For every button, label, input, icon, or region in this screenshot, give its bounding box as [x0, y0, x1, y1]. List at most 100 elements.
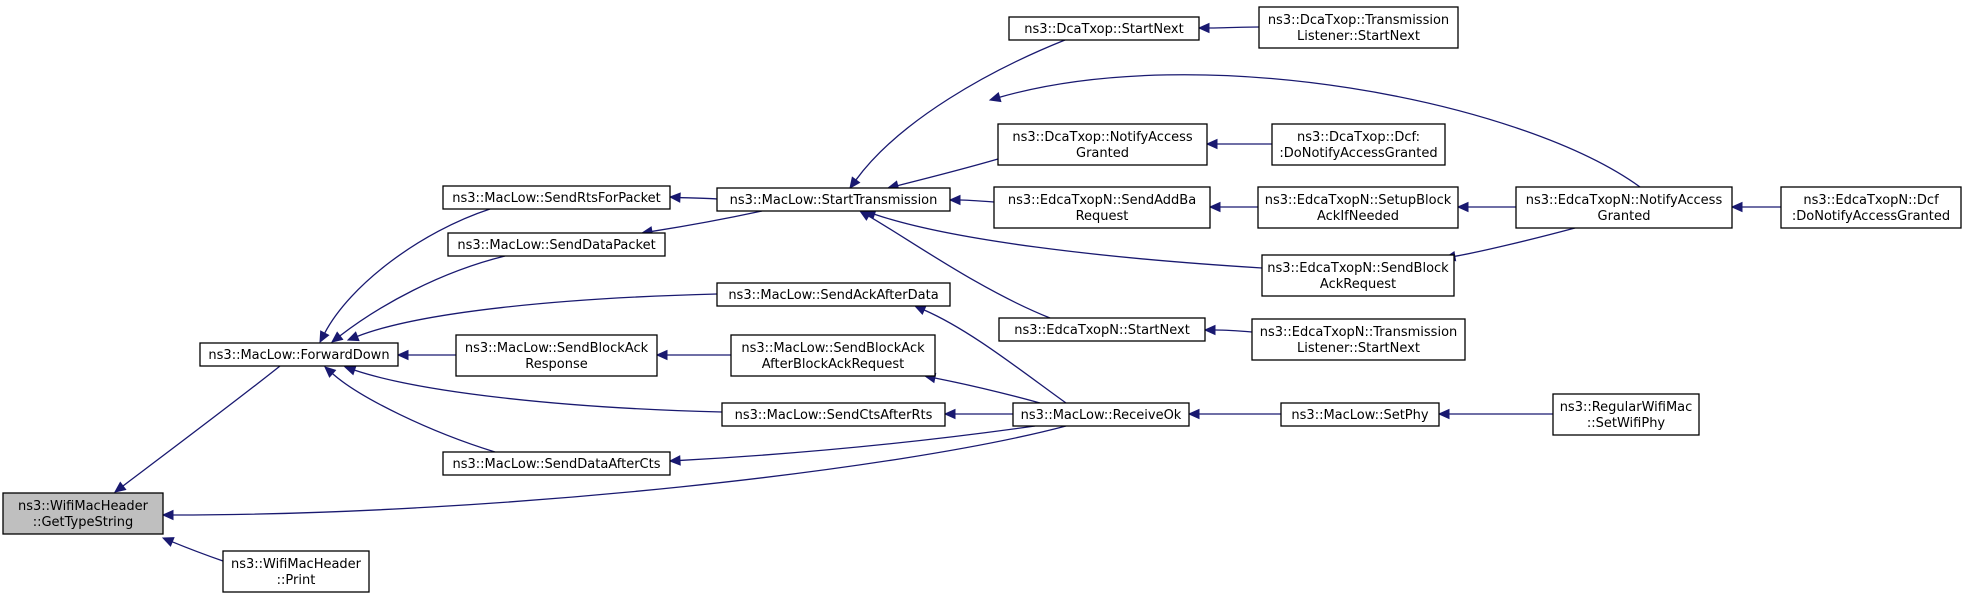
- node-label: ns3::EdcaTxopN::NotifyAccess: [1526, 193, 1723, 208]
- edge-line: [324, 208, 491, 334]
- node-label: Listener::StartNext: [1297, 29, 1420, 44]
- arrowhead: [1437, 408, 1450, 420]
- node-starttransmission[interactable]: ns3::MacLow::StartTransmission: [716, 187, 951, 212]
- edge-senddataaftercts-to-forwarddown: [324, 366, 496, 453]
- arrowhead: [1208, 201, 1221, 213]
- node-receiveok[interactable]: ns3::MacLow::ReceiveOk: [1012, 402, 1190, 427]
- node-label: Request: [1076, 209, 1129, 224]
- edge-starttransmission-to-senddatapacket: [640, 210, 763, 237]
- node-box: [1258, 6, 1459, 49]
- edge-dcatlstartnext-to-dcastartnext: [1197, 22, 1260, 34]
- edge-line: [923, 309, 1067, 404]
- edge-dcanotify-to-starttransmission: [886, 158, 999, 191]
- node-box: [998, 317, 1206, 342]
- node-box: [1515, 186, 1733, 229]
- node-label: Listener::StartNext: [1297, 341, 1420, 356]
- edge-line: [357, 293, 718, 337]
- node-label: ns3::DcaTxop::StartNext: [1024, 22, 1183, 37]
- edge-setwifiphy-to-setphy: [1437, 408, 1554, 420]
- node-setphy[interactable]: ns3::MacLow::SetPhy: [1280, 402, 1440, 427]
- edge-receiveok-to-sendctsafterrts: [943, 408, 1014, 420]
- arrowhead: [331, 331, 344, 343]
- node-sendblockackafterbar[interactable]: ns3::MacLow::SendBlockAckAfterBlockAckRe…: [730, 334, 936, 377]
- arrowhead: [1730, 201, 1743, 213]
- node-senddatapacket[interactable]: ns3::MacLow::SendDataPacket: [447, 232, 666, 257]
- edge-line: [332, 373, 496, 453]
- arrowhead: [1456, 201, 1469, 213]
- node-setwifiphy[interactable]: ns3::RegularWifiMac::SetWifiPhy: [1552, 393, 1700, 436]
- edge-edcadcfdonotify-to-edcanotify: [1730, 201, 1782, 213]
- edge-receiveok-to-sendblockackafterbar: [923, 372, 1041, 404]
- edge-edcanotify-to-edcasendblockackreq: [1443, 227, 1576, 262]
- node-sendackafterdata[interactable]: ns3::MacLow::SendAckAfterData: [716, 282, 951, 307]
- node-box: [1012, 402, 1190, 427]
- node-label: ns3::EdcaTxopN::SendBlock: [1267, 261, 1449, 276]
- node-box: [2, 492, 164, 535]
- edge-line: [651, 210, 763, 233]
- node-label: ns3::MacLow::SendDataPacket: [457, 238, 655, 253]
- arrowhead: [1187, 408, 1200, 420]
- node-label: ns3::RegularWifiMac: [1560, 400, 1693, 415]
- node-label: AckIfNeeded: [1317, 209, 1399, 224]
- edge-edcasendaddba-to-starttransmission: [948, 194, 995, 206]
- arrowhead: [396, 349, 409, 361]
- edge-line: [354, 369, 723, 413]
- arrowhead: [161, 509, 174, 521]
- node-box: [997, 123, 1208, 166]
- arrowhead: [114, 481, 127, 493]
- edge-edcanotify-to-edcasetupblockack: [1456, 201, 1517, 213]
- node-sendctsafterrts[interactable]: ns3::MacLow::SendCtsAfterRts: [721, 402, 946, 427]
- node-box: [993, 186, 1211, 229]
- node-edcadcfdonotify[interactable]: ns3::EdcaTxopN::Dcf:DoNotifyAccessGrante…: [1780, 186, 1962, 229]
- node-label: ns3::EdcaTxopN::StartNext: [1014, 323, 1190, 338]
- arrowhead: [1203, 324, 1216, 336]
- node-edcanotify[interactable]: ns3::EdcaTxopN::NotifyAccessGranted: [1515, 186, 1733, 229]
- node-label: Response: [525, 357, 587, 372]
- node-label: ns3::MacLow::ForwardDown: [208, 348, 389, 363]
- node-box: [1552, 393, 1700, 436]
- node-label: ns3::MacLow::SendAckAfterData: [728, 288, 938, 303]
- node-dcatlstartnext[interactable]: ns3::DcaTxop::TransmissionListener::Star…: [1258, 6, 1459, 49]
- node-label: Granted: [1076, 146, 1129, 161]
- node-label: Granted: [1598, 209, 1651, 224]
- edge-line: [1208, 26, 1260, 29]
- node-edcastartnext[interactable]: ns3::EdcaTxopN::StartNext: [998, 317, 1206, 342]
- node-label: ns3::MacLow::SendCtsAfterRts: [735, 408, 933, 423]
- node-senddataaftercts[interactable]: ns3::MacLow::SendDataAfterCts: [442, 451, 671, 476]
- arrowhead: [1197, 22, 1210, 34]
- node-label: ns3::EdcaTxopN::Transmission: [1260, 325, 1458, 340]
- edge-dcastartnext-to-starttransmission: [849, 39, 1066, 189]
- edge-dcadonotify-to-dcanotify: [1205, 138, 1272, 150]
- edge-forwarddown-to-gettypestring: [114, 365, 281, 493]
- node-box: [455, 334, 658, 377]
- arrowhead: [319, 330, 330, 344]
- node-dcanotify[interactable]: ns3::DcaTxop::NotifyAccessGranted: [997, 123, 1208, 166]
- node-gettypestring[interactable]: ns3::WifiMacHeader::GetTypeString: [2, 492, 164, 535]
- edge-setphy-to-receiveok: [1187, 408, 1282, 420]
- node-label: ns3::WifiMacHeader: [231, 557, 362, 572]
- node-print[interactable]: ns3::WifiMacHeader::Print: [222, 550, 370, 593]
- edge-edcatlstartnext-to-edcastartnext: [1203, 324, 1253, 336]
- node-sendrtsforpacket[interactable]: ns3::MacLow::SendRtsForPacket: [442, 185, 671, 210]
- edge-line: [339, 255, 506, 337]
- arrowhead: [343, 365, 357, 376]
- node-box: [447, 232, 666, 257]
- node-dcadonotify[interactable]: ns3::DcaTxop::Dcf::DoNotifyAccessGranted: [1271, 123, 1446, 166]
- arrowhead: [1205, 138, 1218, 150]
- arrowhead: [948, 194, 961, 206]
- node-edcatlstartnext[interactable]: ns3::EdcaTxopN::TransmissionListener::St…: [1251, 318, 1466, 361]
- node-label: ::SetWifiPhy: [1587, 416, 1666, 431]
- arrowhead: [161, 537, 175, 547]
- edge-sendackafterdata-to-forwarddown: [346, 293, 718, 342]
- node-label: ns3::WifiMacHeader: [18, 499, 149, 514]
- node-forwarddown[interactable]: ns3::MacLow::ForwardDown: [199, 342, 399, 367]
- node-dcastartnext[interactable]: ns3::DcaTxop::StartNext: [1008, 16, 1200, 41]
- arrowhead: [668, 192, 681, 203]
- edge-line: [959, 199, 995, 203]
- node-label: ns3::DcaTxop::Dcf:: [1297, 130, 1420, 145]
- node-label: AfterBlockAckRequest: [762, 357, 905, 372]
